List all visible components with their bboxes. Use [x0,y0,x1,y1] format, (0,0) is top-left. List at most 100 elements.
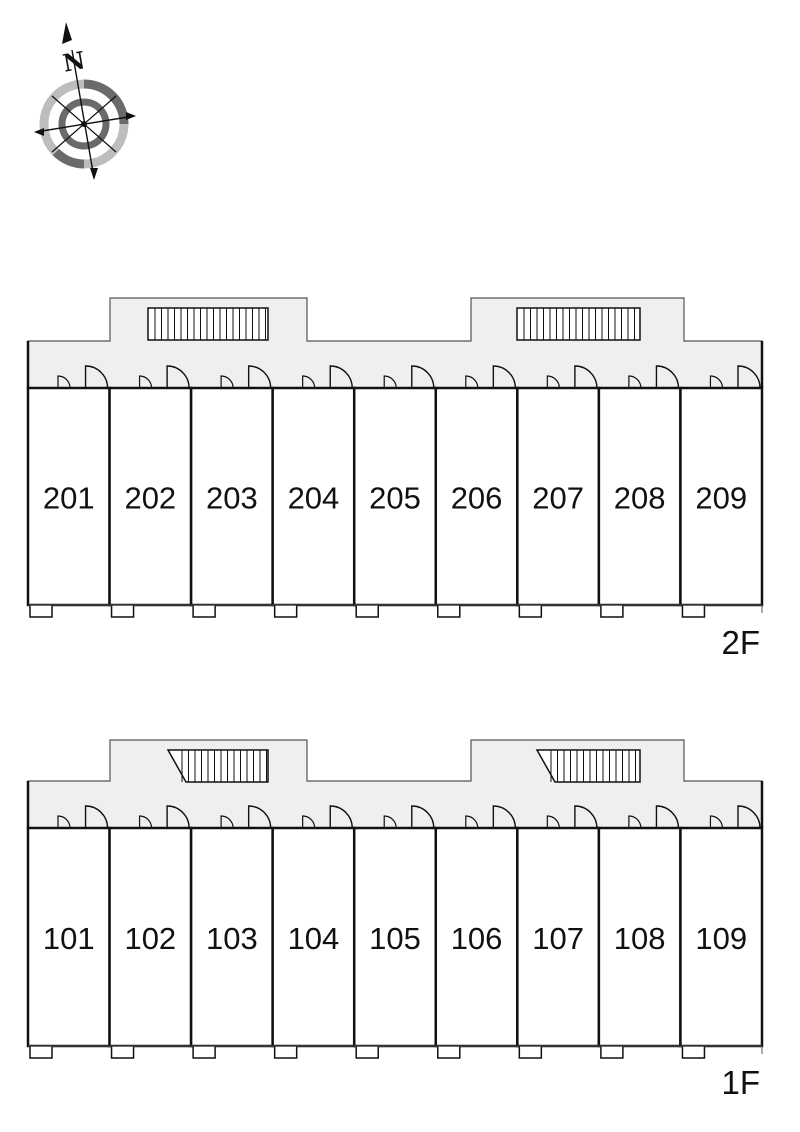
unit-number-209: 209 [695,481,747,516]
entry-door-icon [247,365,272,389]
entry-door-icon [655,365,680,389]
unit-206[interactable]: 206 [434,365,519,618]
entry-door-icon [492,365,517,389]
balcony-unit-icon [110,604,135,618]
unit-102[interactable]: 102 [108,805,193,1059]
entry-door-icon [247,805,272,829]
unit-number-109: 109 [695,921,747,956]
unit-outline [352,826,438,1048]
stairs-1f [166,749,641,783]
unit-number-104: 104 [288,921,340,956]
entry-door-icon [166,365,190,389]
balcony-unit-icon [273,1045,298,1059]
door-swing-icon [546,375,560,389]
balcony-unit-icon [273,604,298,618]
unit-205[interactable]: 205 [352,365,438,618]
compass-rose-icon: N [34,22,136,180]
door-swing-icon [465,375,479,389]
balcony-unit-icon [29,604,53,618]
balcony-unit-icon [681,1045,706,1059]
unit-outline [108,826,193,1048]
balcony-unit-icon [518,1045,543,1059]
unit-204[interactable]: 204 [271,365,356,618]
unit-number-203: 203 [206,481,258,516]
units-1f: 101 102 103 104 105 106 107 108 109 [26,805,764,1059]
unit-outline [189,386,274,607]
unit-number-207: 207 [532,481,584,516]
unit-101[interactable]: 101 [26,805,111,1059]
unit-outline [597,386,682,607]
unit-outline [108,386,193,607]
unit-outline [271,386,356,607]
unit-number-202: 202 [124,481,176,516]
door-swing-icon [628,815,642,829]
unit-number-106: 106 [451,921,503,956]
door-swing-icon [709,375,724,389]
unit-106[interactable]: 106 [434,805,519,1059]
door-swing-icon [628,375,642,389]
unit-outline [271,826,356,1048]
units-2f: 201 202 203 204 205 206 207 208 209 [26,365,764,618]
entry-door-icon [574,365,598,389]
stairs-2f [147,307,641,341]
compass-north-label: N [61,45,88,77]
balcony-unit-icon [600,604,624,618]
unit-103[interactable]: 103 [189,805,274,1059]
entry-door-icon [329,805,353,829]
door-swing-icon [383,375,397,389]
door-swing-icon [220,375,234,389]
unit-number-108: 108 [614,921,666,956]
balcony-unit-icon [192,1045,216,1059]
unit-outline [434,386,519,607]
unit-number-101: 101 [43,921,95,956]
balcony-unit-icon [681,604,706,618]
balcony-unit-icon [192,604,216,618]
unit-207[interactable]: 207 [516,365,601,618]
staircase-icon [516,307,641,341]
door-swing-icon [220,815,234,829]
entry-door-icon [574,805,598,829]
unit-208[interactable]: 208 [597,365,682,618]
entry-door-icon [492,805,517,829]
entry-door-icon [329,365,353,389]
unit-number-103: 103 [206,921,258,956]
door-swing-icon [138,815,153,829]
unit-number-206: 206 [451,481,503,516]
door-swing-icon [383,815,397,829]
unit-105[interactable]: 105 [352,805,438,1059]
unit-outline [679,826,764,1048]
unit-209[interactable]: 209 [679,365,764,618]
unit-203[interactable]: 203 [189,365,274,618]
staircase-icon [166,749,269,783]
balcony-unit-icon [355,604,379,618]
entry-door-icon [655,805,680,829]
balcony-unit-icon [437,1045,461,1059]
unit-109[interactable]: 109 [679,805,764,1059]
unit-201[interactable]: 201 [26,365,111,618]
floor-label-2f: 2F [721,624,760,661]
unit-108[interactable]: 108 [597,805,682,1059]
door-swing-icon [465,815,479,829]
door-swing-icon [57,375,71,389]
balcony-unit-icon [437,604,461,618]
door-swing-icon [57,815,71,829]
entry-door-icon [84,805,109,829]
corridor-1f [26,739,764,829]
unit-104[interactable]: 104 [271,805,356,1059]
floor-label-1f: 1F [721,1064,760,1101]
unit-outline [679,386,764,607]
unit-outline [516,826,601,1048]
entry-door-icon [84,365,109,389]
unit-107[interactable]: 107 [516,805,601,1059]
floor-2f: 201 202 203 204 205 206 207 208 209 2F [26,297,764,661]
corridor-outline [27,739,763,829]
entry-door-icon [411,805,435,829]
unit-number-205: 205 [369,481,421,516]
unit-outline [26,386,111,607]
door-swing-icon [546,815,560,829]
entry-door-icon [166,805,190,829]
door-swing-icon [302,815,316,829]
unit-202[interactable]: 202 [108,365,193,618]
unit-number-102: 102 [124,921,176,956]
